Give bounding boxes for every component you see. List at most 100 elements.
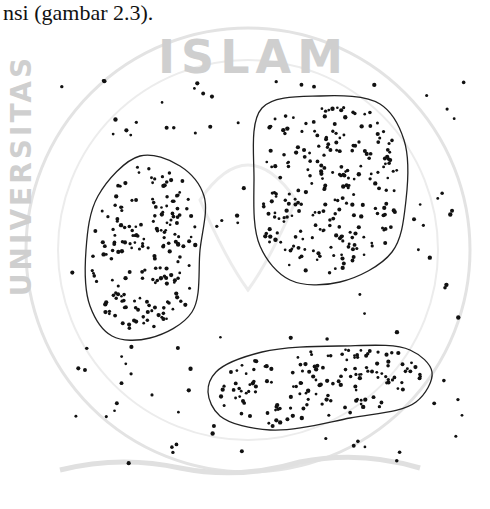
data-point <box>382 165 385 168</box>
data-point <box>287 202 291 206</box>
data-point <box>322 166 326 170</box>
data-point <box>156 229 160 233</box>
data-point <box>170 445 174 449</box>
data-point <box>167 241 171 245</box>
data-point <box>333 212 336 215</box>
data-point <box>413 365 417 369</box>
data-point <box>340 352 344 356</box>
data-point <box>316 258 319 261</box>
data-point <box>335 149 338 152</box>
data-point <box>188 287 191 290</box>
data-point <box>116 220 119 223</box>
data-point <box>102 79 105 82</box>
data-point <box>339 383 343 387</box>
data-point <box>376 350 379 353</box>
data-point <box>350 236 354 240</box>
data-point <box>151 278 154 281</box>
data-point <box>128 326 132 330</box>
data-point <box>188 264 191 267</box>
data-point <box>384 353 388 357</box>
data-point <box>352 444 356 448</box>
data-point <box>364 446 367 449</box>
data-point <box>308 159 312 163</box>
data-point <box>388 158 392 162</box>
data-point <box>352 193 355 196</box>
data-point <box>314 211 317 214</box>
data-point <box>319 383 323 387</box>
data-point <box>210 95 214 99</box>
data-point <box>273 215 276 218</box>
data-point <box>161 175 164 178</box>
data-point <box>347 349 350 352</box>
data-point <box>124 305 128 309</box>
data-point <box>363 253 366 256</box>
data-point <box>351 111 355 115</box>
data-point <box>265 364 269 368</box>
data-point <box>331 382 335 386</box>
data-point <box>176 346 180 350</box>
data-point <box>120 209 123 212</box>
data-point <box>147 304 150 307</box>
data-point <box>360 403 363 406</box>
data-point <box>342 173 346 177</box>
data-point <box>363 149 367 153</box>
data-point <box>130 229 133 232</box>
data-point <box>275 403 279 407</box>
data-point <box>408 369 412 373</box>
data-point <box>314 223 318 227</box>
data-point <box>287 161 290 164</box>
data-point <box>270 199 274 203</box>
data-point <box>328 224 332 228</box>
data-point <box>325 136 328 139</box>
data-point <box>396 351 400 355</box>
data-point <box>285 126 289 130</box>
data-point <box>454 435 457 438</box>
data-point <box>188 367 192 371</box>
data-point <box>274 418 278 422</box>
data-point <box>357 172 361 176</box>
data-point <box>208 125 212 129</box>
data-point <box>141 245 144 248</box>
data-point <box>318 254 322 258</box>
data-point <box>358 373 361 376</box>
data-point <box>359 165 362 168</box>
data-point <box>235 213 239 217</box>
data-point <box>162 306 166 310</box>
data-point <box>299 230 302 233</box>
data-point <box>153 305 157 309</box>
data-point <box>219 336 222 339</box>
data-point <box>352 255 356 259</box>
data-point <box>315 379 318 382</box>
data-point <box>150 393 153 396</box>
data-point <box>311 236 314 239</box>
data-point <box>327 109 330 112</box>
data-point <box>376 171 379 174</box>
data-point <box>336 199 339 202</box>
data-point <box>176 277 179 280</box>
data-point <box>297 356 300 359</box>
data-point <box>142 322 145 325</box>
data-point <box>187 239 191 243</box>
data-point <box>355 389 358 392</box>
data-point <box>172 199 176 203</box>
data-point <box>130 247 133 250</box>
data-point <box>124 362 127 365</box>
data-point <box>345 202 348 205</box>
data-point <box>356 398 359 401</box>
data-point <box>385 189 388 192</box>
data-point <box>165 317 168 320</box>
data-point <box>328 271 331 274</box>
data-point <box>386 364 390 368</box>
data-point <box>395 459 399 463</box>
data-point <box>362 236 365 239</box>
data-point <box>341 235 344 238</box>
data-point <box>294 198 297 201</box>
data-point <box>393 189 396 192</box>
data-point <box>254 390 257 393</box>
data-point <box>145 300 149 304</box>
data-point <box>101 240 105 244</box>
data-point <box>127 225 131 229</box>
data-point <box>372 395 376 399</box>
data-point <box>339 374 343 378</box>
data-point <box>151 181 154 184</box>
